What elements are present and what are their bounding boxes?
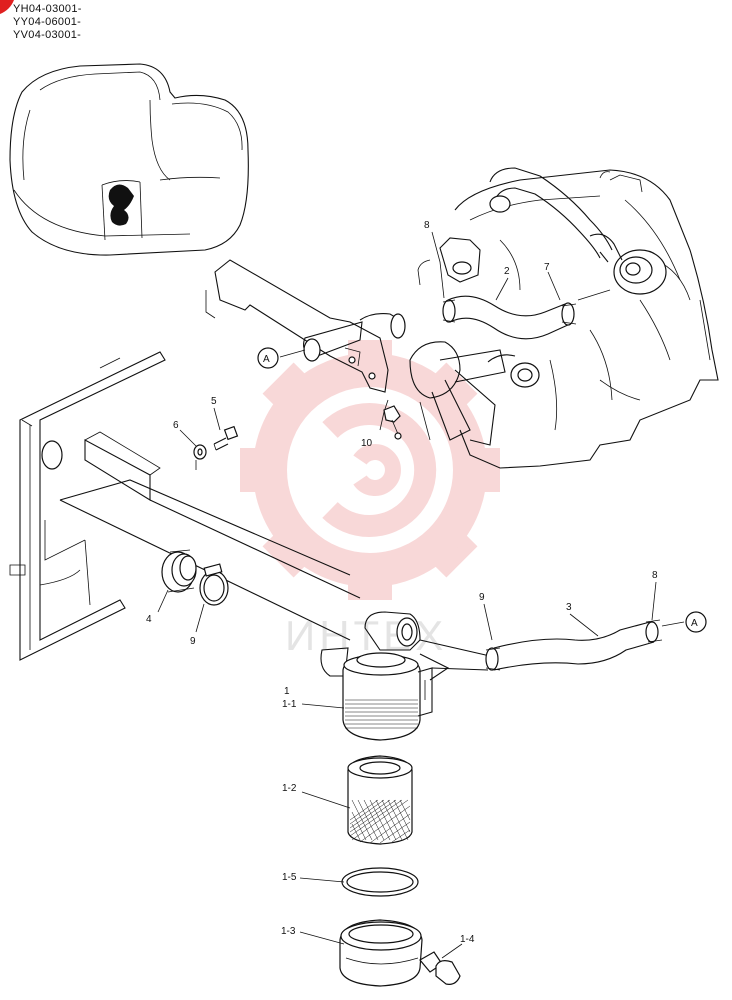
callout-1: 1 [284, 686, 290, 697]
hose-part-3 [485, 619, 663, 671]
callout-7: 7 [544, 262, 550, 273]
serial-number-1: YH04-03001- [13, 3, 82, 15]
callout-5: 5 [211, 396, 217, 407]
callout-8-right: 8 [652, 570, 658, 581]
ref-a-right-label: A [691, 618, 698, 629]
watermark-gear-logo: ИНТЕХ [240, 340, 500, 659]
fitting-part-10 [383, 405, 402, 440]
grommet-part-4 [161, 549, 197, 593]
serial-number-2: YY04-06001- [13, 16, 82, 28]
reference-marker-a-left: A [257, 347, 279, 369]
hose-part-2 [442, 295, 577, 340]
callout-1-3: 1-3 [281, 926, 296, 937]
callout-1-2: 1-2 [282, 783, 297, 794]
mounting-bracket [205, 259, 406, 393]
clamp-part-9-left [199, 563, 229, 606]
reference-marker-a-right: A [685, 611, 707, 633]
callout-9-left: 9 [190, 636, 196, 647]
engine-assembly [409, 167, 719, 469]
watermark-text: ИНТЕХ [285, 612, 447, 659]
washer-part-6 [193, 444, 207, 460]
callout-3: 3 [566, 602, 572, 613]
callout-1-5: 1-5 [282, 872, 297, 883]
air-cleaner-assembly [320, 611, 461, 987]
callout-9-right: 9 [479, 592, 485, 603]
callout-10: 10 [361, 438, 373, 449]
callout-8-top: 8 [424, 220, 430, 231]
serial-number-3: YV04-03001- [13, 29, 82, 41]
ref-a-left-label: A [263, 354, 270, 365]
corner-marker-icon [0, 0, 14, 14]
callout-4: 4 [146, 614, 152, 625]
callout-6: 6 [173, 420, 179, 431]
radiator-frame-panel [9, 351, 361, 661]
machine-hood-thumbnail [9, 63, 249, 256]
bolt-part-5 [213, 425, 239, 451]
callout-1-4: 1-4 [460, 934, 475, 945]
callout-2: 2 [504, 266, 510, 277]
callout-1-1: 1-1 [282, 699, 297, 710]
